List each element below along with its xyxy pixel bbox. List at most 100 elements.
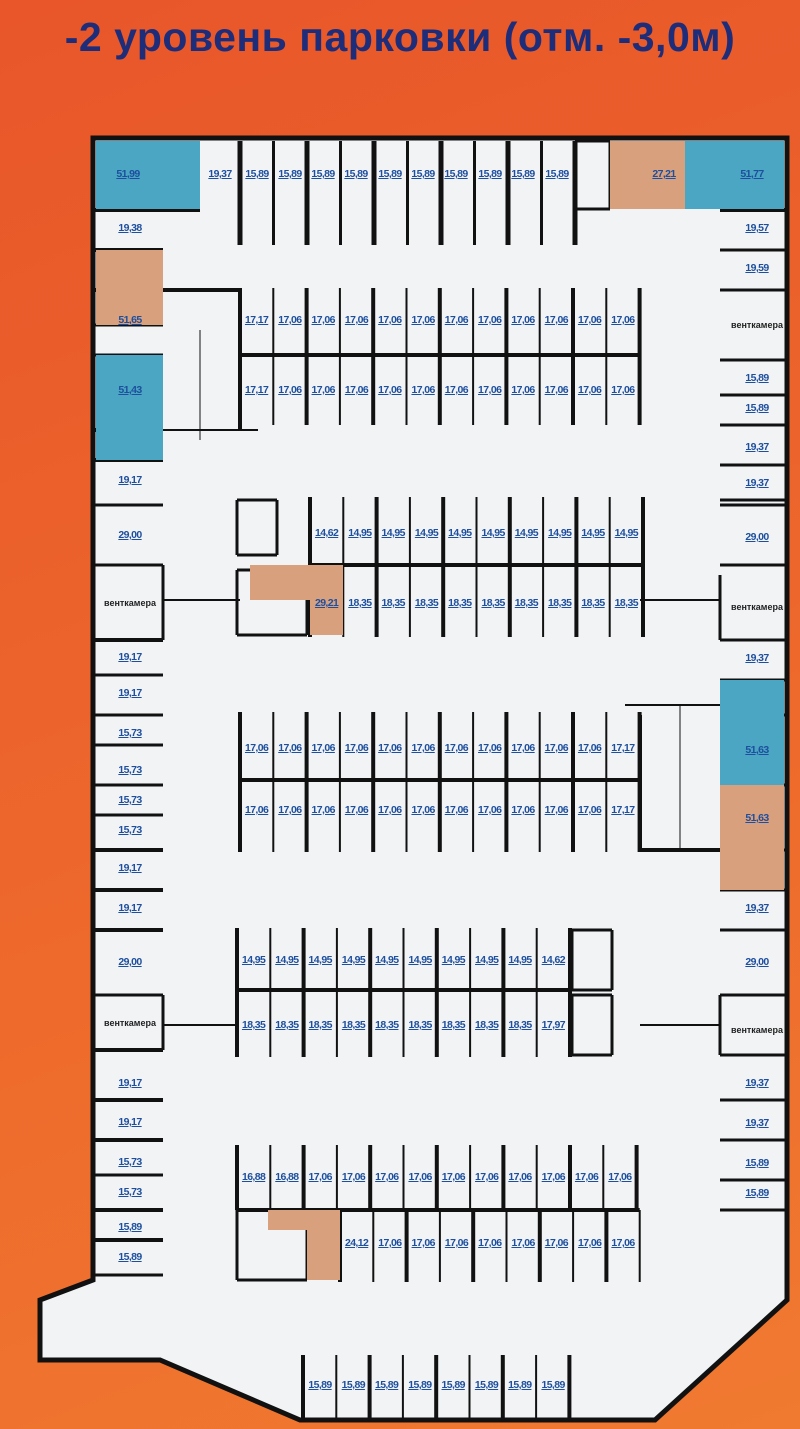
parking-space-area[interactable]: 17,06 (344, 742, 369, 754)
parking-space-area[interactable]: 18,35 (414, 597, 439, 609)
parking-space-area[interactable]: 17,06 (311, 742, 336, 754)
parking-space-area[interactable]: 17,06 (378, 384, 402, 396)
parking-space-area[interactable]: 17,06 (611, 384, 635, 396)
parking-space-area[interactable]: 17,06 (378, 804, 402, 816)
parking-space-area[interactable]: 15,89 (545, 168, 569, 180)
parking-space-area[interactable]: 15,89 (745, 1157, 769, 1169)
parking-space-area[interactable]: 19,59 (745, 262, 769, 274)
parking-space-area[interactable]: 17,06 (378, 742, 402, 754)
parking-space-area[interactable]: 14,95 (408, 954, 432, 966)
parking-space-area[interactable]: 17,06 (344, 804, 369, 816)
parking-space-area[interactable]: 17,06 (611, 314, 635, 326)
parking-space-area[interactable]: 17,06 (478, 804, 502, 816)
parking-space-area[interactable]: 17,06 (444, 1237, 469, 1249)
parking-space-area[interactable]: 17,06 (577, 804, 602, 816)
parking-space-area[interactable]: 15,89 (341, 1379, 366, 1391)
parking-space-area[interactable]: 17,06 (478, 742, 502, 754)
parking-space-area[interactable]: 15,89 (311, 168, 335, 180)
parking-space-area[interactable]: 17,17 (611, 804, 635, 816)
parking-space-area[interactable]: 15,89 (278, 168, 302, 180)
parking-space-area[interactable]: 18,35 (448, 597, 472, 609)
parking-space-area[interactable]: 14,95 (375, 954, 399, 966)
parking-space-area[interactable]: 19,38 (118, 222, 142, 234)
parking-space-area[interactable]: 19,37 (745, 1117, 769, 1129)
parking-space-area[interactable]: 17,06 (544, 742, 569, 754)
ventilation-chamber-label[interactable]: венткамера (731, 320, 783, 330)
parking-space-area[interactable]: 15,73 (118, 824, 142, 836)
parking-space-area[interactable]: 17,06 (478, 314, 502, 326)
parking-space-area[interactable]: 19,17 (118, 1077, 142, 1089)
parking-space-area[interactable]: 14,95 (548, 527, 572, 539)
parking-space-area[interactable]: 17,06 (311, 314, 336, 326)
parking-space-area[interactable]: 14,95 (614, 527, 639, 539)
parking-space-area[interactable]: 17,06 (508, 1171, 532, 1183)
parking-space-area[interactable]: 14,95 (341, 954, 366, 966)
parking-space-area[interactable]: 17,06 (478, 384, 502, 396)
parking-space-area[interactable]: 17,17 (244, 384, 269, 396)
parking-space-area[interactable]: 19,57 (745, 222, 769, 234)
parking-space-area[interactable]: 18,35 (441, 1019, 466, 1031)
parking-space-area[interactable]: 17,06 (278, 742, 302, 754)
parking-space-area[interactable]: 17,17 (244, 314, 269, 326)
parking-space-area[interactable]: 17,06 (444, 314, 469, 326)
parking-space-area[interactable]: 15,73 (118, 1186, 142, 1198)
parking-space-area[interactable]: 17,06 (278, 804, 302, 816)
parking-space-area[interactable]: 14,62 (314, 527, 339, 539)
parking-space-area[interactable]: 15,89 (411, 168, 435, 180)
parking-space-area[interactable]: 17,06 (244, 804, 269, 816)
parking-space-area[interactable]: 17,06 (308, 1171, 333, 1183)
parking-space-area[interactable]: 18,35 (348, 597, 372, 609)
parking-space-area[interactable]: 15,89 (508, 1379, 532, 1391)
parking-space-area[interactable]: 17,06 (577, 314, 602, 326)
parking-space-area[interactable]: 14,95 (514, 527, 539, 539)
parking-space-area[interactable]: 15,89 (478, 168, 502, 180)
parking-space-area[interactable]: 17,06 (511, 804, 535, 816)
parking-space-area[interactable]: 15,89 (308, 1379, 332, 1391)
parking-space-area[interactable]: 19,37 (745, 652, 769, 664)
parking-space-area[interactable]: 19,17 (118, 474, 142, 486)
parking-space-area[interactable]: 17,06 (578, 1237, 602, 1249)
parking-space-area[interactable]: 17,06 (444, 804, 469, 816)
parking-space-area[interactable]: 14,95 (475, 954, 499, 966)
parking-space-area[interactable]: 17,06 (544, 384, 569, 396)
parking-space-area[interactable]: 51,63 (745, 744, 769, 756)
parking-space-area[interactable]: 14,62 (541, 954, 566, 966)
parking-space-area[interactable]: 17,06 (574, 1171, 599, 1183)
parking-space-area[interactable]: 16,88 (275, 1171, 299, 1183)
parking-space-area[interactable]: 19,37 (745, 1077, 769, 1089)
parking-space-area[interactable]: 17,06 (441, 1171, 466, 1183)
parking-space-area[interactable]: 15,89 (441, 1379, 466, 1391)
parking-space-area[interactable]: 27,21 (652, 168, 676, 180)
parking-space-area[interactable]: 17,06 (544, 804, 569, 816)
parking-space-area[interactable]: 18,35 (275, 1019, 299, 1031)
ventilation-chamber-label[interactable]: венткамера (104, 1018, 156, 1028)
parking-space-area[interactable]: 18,35 (241, 1019, 266, 1031)
parking-space-area[interactable]: 17,06 (611, 1237, 635, 1249)
parking-space-area[interactable]: 17,06 (544, 314, 569, 326)
parking-space-area[interactable]: 51,99 (116, 168, 140, 180)
parking-space-area[interactable]: 51,43 (118, 384, 142, 396)
parking-space-area[interactable]: 15,89 (541, 1379, 565, 1391)
parking-space-area[interactable]: 14,95 (441, 954, 466, 966)
parking-space-area[interactable]: 17,06 (475, 1171, 499, 1183)
parking-space-area[interactable]: 18,35 (508, 1019, 532, 1031)
parking-space-area[interactable]: 19,17 (118, 1116, 142, 1128)
parking-space-area[interactable]: 15,89 (118, 1221, 142, 1233)
parking-space-area[interactable]: 17,06 (411, 804, 435, 816)
parking-space-area[interactable]: 15,73 (118, 764, 142, 776)
parking-space-area[interactable]: 15,73 (118, 727, 142, 739)
parking-space-area[interactable]: 19,37 (745, 902, 769, 914)
parking-space-area[interactable]: 14,95 (414, 527, 439, 539)
parking-space-area[interactable]: 18,35 (381, 597, 406, 609)
parking-space-area[interactable]: 29,00 (118, 956, 142, 968)
parking-space-area[interactable]: 17,06 (278, 384, 302, 396)
parking-space-area[interactable]: 18,35 (375, 1019, 399, 1031)
parking-space-area[interactable]: 17,06 (278, 314, 302, 326)
parking-space-area[interactable]: 18,35 (548, 597, 572, 609)
parking-space-area[interactable]: 17,06 (311, 384, 336, 396)
parking-space-area[interactable]: 17,06 (411, 384, 435, 396)
parking-space-area[interactable]: 29,21 (314, 597, 339, 609)
parking-space-area[interactable]: 14,95 (448, 527, 472, 539)
parking-space-area[interactable]: 19,37 (208, 168, 232, 180)
parking-space-area[interactable]: 29,00 (745, 531, 769, 543)
